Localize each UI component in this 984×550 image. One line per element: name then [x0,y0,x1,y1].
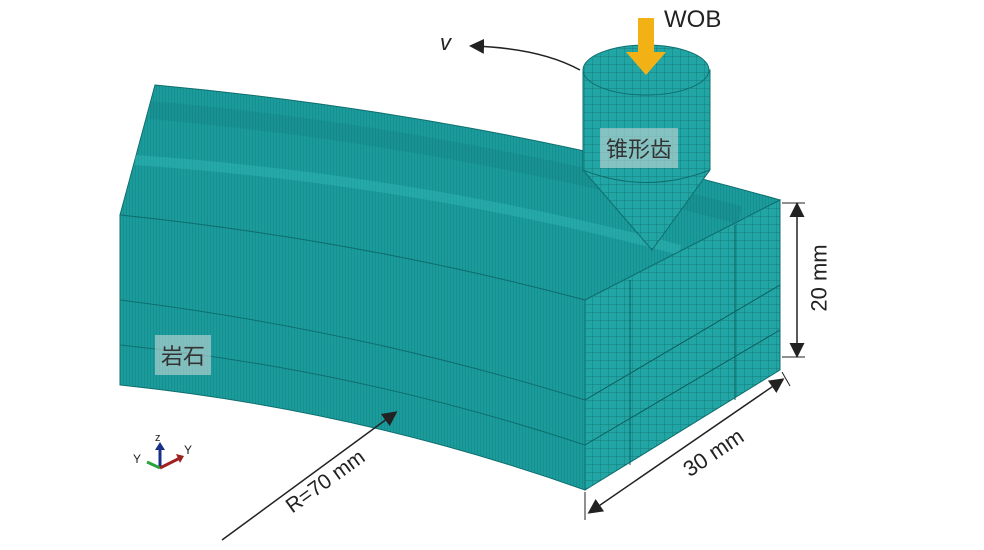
wob-arrow [626,18,666,75]
height-dimension-label: 20 mm [806,244,832,312]
wob-label: WOB [664,6,722,33]
axis-y-left-label: Y [133,452,142,466]
rock-label: 岩石 [155,335,212,375]
velocity-arrow [469,38,581,71]
radius-dimension-line [221,411,398,541]
velocity-label: v [440,30,451,55]
axis-triad-icon [146,442,184,470]
cutter-label: 锥形齿 [600,128,679,168]
width-dimension-line [587,378,785,514]
axis-z-label: z [155,432,161,444]
axis-y-right-label: Y [184,443,193,457]
